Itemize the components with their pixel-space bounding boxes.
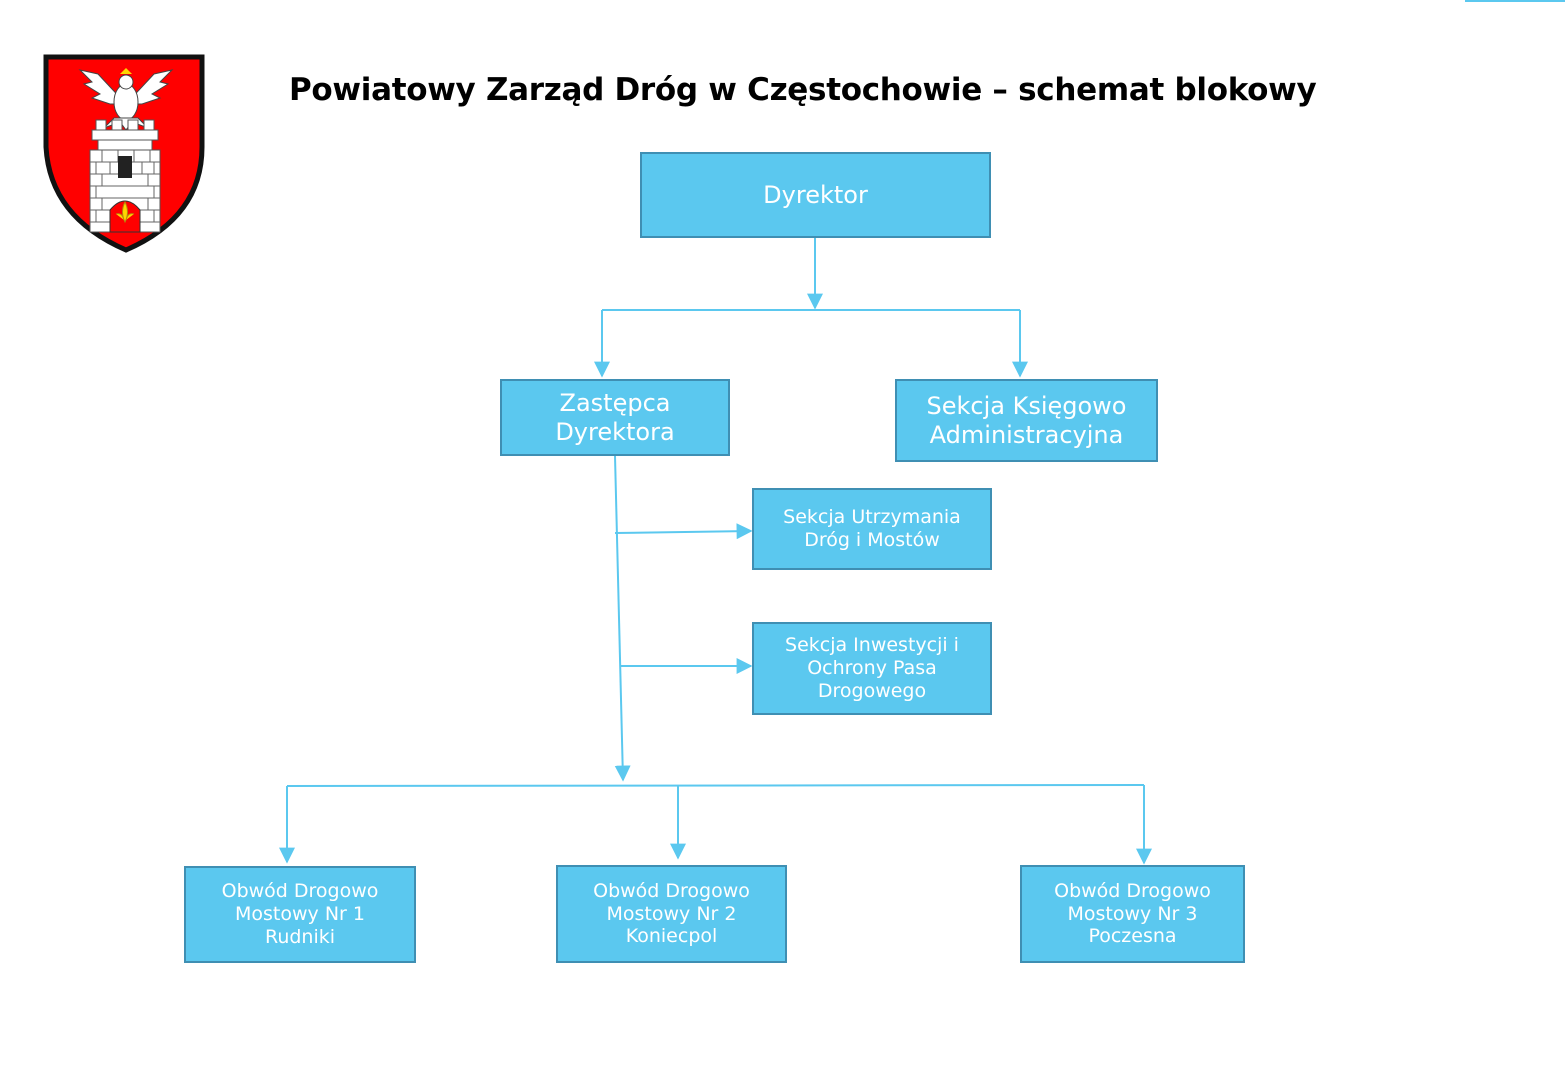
node-inwestycji-label: Sekcja Inwestycji i Ochrony Pasa Drogowe… — [785, 634, 959, 702]
node-dyrektor: Dyrektor — [640, 152, 991, 238]
connector-zastepca-trunk — [614, 455, 631, 782]
node-sekcja-ksiegowo: Sekcja Księgowo Administracyjna — [895, 379, 1158, 462]
page-title: Powiatowy Zarząd Dróg w Częstochowie – s… — [289, 72, 1317, 108]
node-obwod-1-label: Obwód Drogowo Mostowy Nr 1 Rudniki — [221, 880, 379, 948]
node-sekcja-utrzymania: Sekcja Utrzymania Dróg i Mostów — [752, 488, 992, 570]
node-ksiegowo-label: Sekcja Księgowo Administracyjna — [926, 391, 1127, 449]
node-dyrektor-label: Dyrektor — [763, 180, 868, 209]
node-obwod-2: Obwód Drogowo Mostowy Nr 2 Koniecpol — [556, 865, 787, 963]
node-utrzymania-label: Sekcja Utrzymania Dróg i Mostów — [783, 506, 961, 551]
node-obwod-2-label: Obwód Drogowo Mostowy Nr 2 Koniecpol — [593, 879, 750, 948]
node-obwod-1: Obwód Drogowo Mostowy Nr 1 Rudniki — [184, 866, 416, 963]
node-obwod-3: Obwód Drogowo Mostowy Nr 3 Poczesna — [1020, 865, 1245, 963]
coat-of-arms-icon — [43, 54, 205, 253]
node-sekcja-inwestycji: Sekcja Inwestycji i Ochrony Pasa Drogowe… — [752, 622, 992, 715]
connector-to-utrzymania — [614, 523, 753, 540]
top-edge-line — [1465, 0, 1565, 2]
connector-level4-bar — [286, 784, 1145, 787]
node-obwod-3-label: Obwód Drogowo Mostowy Nr 3 Poczesna — [1054, 879, 1211, 948]
node-zastepca-dyrektora: Zastępca Dyrektora — [500, 379, 730, 456]
node-zastepca-label: Zastępca Dyrektora — [555, 388, 675, 446]
